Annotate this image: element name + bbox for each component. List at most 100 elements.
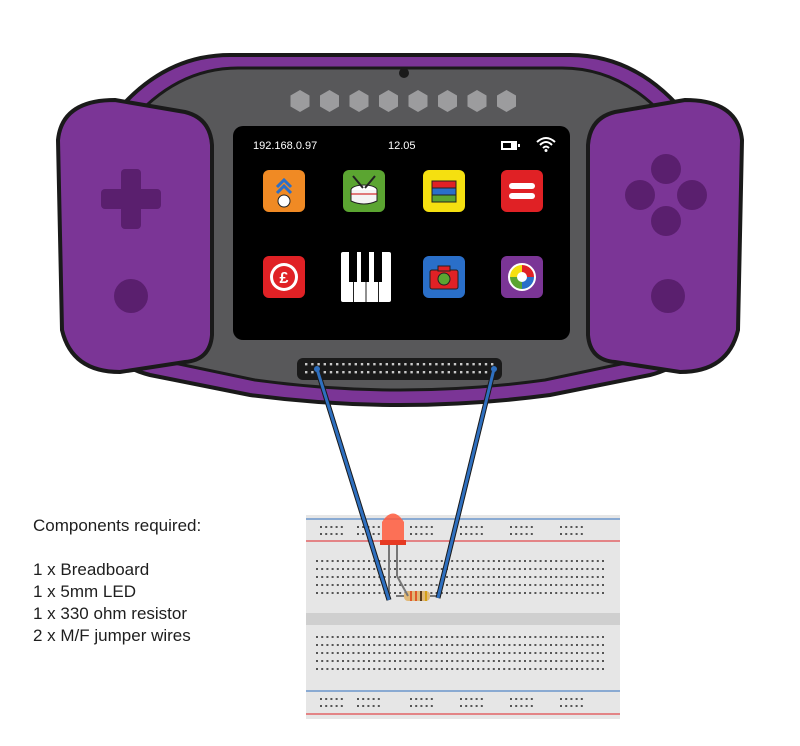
- breadboard-hole: [477, 636, 480, 638]
- components-heading: Components required:: [33, 516, 202, 535]
- breadboard-hole: [524, 560, 526, 562]
- breadboard-hole: [383, 660, 386, 662]
- gpio-pin: [360, 363, 364, 366]
- breadboard-hole: [336, 652, 339, 654]
- breadboard-hole: [524, 568, 526, 570]
- breadboard-hole: [498, 584, 500, 586]
- hex-led: [438, 90, 457, 112]
- breadboard-hole: [602, 576, 604, 578]
- breadboard-hole: [565, 560, 568, 562]
- breadboard-hole: [555, 576, 558, 578]
- breadboard-hole: [414, 560, 417, 562]
- breadboard-hole: [565, 576, 568, 578]
- breadboard-hole: [596, 560, 599, 562]
- breadboard-hole: [524, 576, 526, 578]
- breadboard-hole: [460, 526, 462, 528]
- components-list: Components required: 1 x Breadboard 1 x …: [33, 515, 201, 647]
- piano-icon[interactable]: [341, 252, 391, 302]
- breadboard-hole: [352, 560, 355, 562]
- breadboard-hole: [508, 660, 511, 662]
- breadboard-hole: [316, 660, 318, 662]
- breadboard-hole: [420, 576, 422, 578]
- breadboard-hole: [602, 560, 604, 562]
- camera-icon[interactable]: [423, 256, 465, 298]
- breadboard-hole: [487, 568, 490, 570]
- breadboard-hole: [576, 560, 578, 562]
- breadboard-hole: [383, 568, 386, 570]
- breadboard-hole: [410, 698, 412, 700]
- component-item: 1 x 5mm LED: [33, 582, 136, 601]
- gpio-pin: [323, 371, 326, 374]
- breadboard-hole: [425, 560, 428, 562]
- breadboard-hole: [550, 644, 552, 646]
- breadboard-hole: [362, 560, 365, 562]
- breadboard-hole: [586, 592, 589, 594]
- color-wheel-icon[interactable]: [501, 256, 543, 298]
- breadboard-hole: [331, 660, 334, 662]
- breadboard-hole: [316, 576, 318, 578]
- breadboard-hole: [461, 636, 464, 638]
- hex-led: [497, 90, 516, 112]
- breadboard-hole: [331, 668, 334, 670]
- breadboard-hole: [576, 660, 578, 662]
- gpio-pin: [447, 363, 450, 366]
- breadboard-hole: [440, 592, 443, 594]
- color-bars-icon[interactable]: [423, 170, 465, 212]
- breadboard-hole: [368, 584, 370, 586]
- breadboard-hole: [383, 576, 386, 578]
- breadboard-hole: [560, 533, 562, 535]
- breadboard-hole: [560, 636, 563, 638]
- breadboard-hole: [534, 584, 537, 586]
- breadboard-hole: [580, 698, 583, 700]
- breadboard-hole: [316, 652, 318, 654]
- breadboard-hole: [320, 533, 322, 535]
- breadboard-hole: [368, 660, 370, 662]
- breadboard-hole: [534, 568, 537, 570]
- breadboard-hole: [430, 584, 433, 586]
- breadboard-hole: [326, 584, 329, 586]
- breadboard-hole: [461, 568, 464, 570]
- breadboard-hole: [316, 584, 318, 586]
- menu-icon[interactable]: [501, 170, 543, 212]
- gpio-pin: [385, 371, 388, 374]
- action-buttons[interactable]: [625, 154, 707, 236]
- up-arrows-icon[interactable]: [263, 170, 305, 212]
- gpio-pin: [404, 371, 407, 374]
- breadboard-hole: [414, 576, 417, 578]
- breadboard-hole: [602, 636, 604, 638]
- breadboard-hole: [492, 644, 495, 646]
- dpad[interactable]: [101, 169, 161, 229]
- breadboard-hole: [503, 592, 506, 594]
- breadboard-hole: [461, 576, 464, 578]
- breadboard-hole: [383, 652, 386, 654]
- left-button[interactable]: [114, 279, 148, 313]
- breadboard-hole: [508, 636, 511, 638]
- breadboard-hole: [456, 584, 459, 586]
- breadboard-hole: [372, 698, 375, 700]
- breadboard-hole: [420, 533, 423, 535]
- breadboard-hole: [451, 576, 454, 578]
- breadboard-hole: [430, 644, 433, 646]
- breadboard-hole: [586, 668, 589, 670]
- breadboard-hole: [560, 644, 563, 646]
- breadboard-hole: [576, 668, 578, 670]
- breadboard-hole: [435, 584, 438, 586]
- breadboard-hole: [465, 526, 468, 528]
- breadboard-hole: [373, 644, 376, 646]
- hex-led: [290, 90, 310, 112]
- gpio-pin: [422, 371, 426, 374]
- right-button[interactable]: [651, 279, 685, 313]
- component-item: 1 x 330 ohm resistor: [33, 604, 188, 623]
- breadboard-hole: [425, 698, 428, 700]
- gpio-pin: [379, 371, 382, 374]
- breadboard-hole: [321, 644, 324, 646]
- breadboard-hole: [534, 668, 537, 670]
- breadboard-hole: [539, 660, 542, 662]
- breadboard-hole: [367, 705, 370, 707]
- breadboard-hole: [477, 568, 480, 570]
- drum-icon[interactable]: [343, 170, 385, 212]
- breadboard-hole: [550, 576, 552, 578]
- pound-coin-icon[interactable]: £: [263, 256, 305, 298]
- breadboard-hole: [466, 584, 469, 586]
- breadboard-hole: [388, 660, 391, 662]
